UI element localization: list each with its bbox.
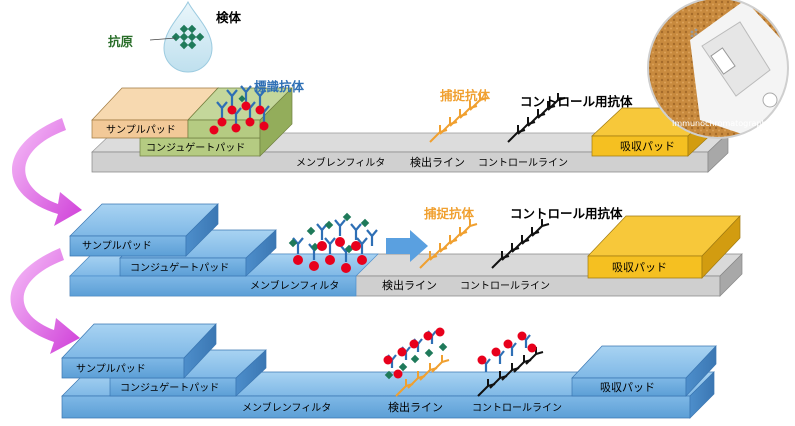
mid-membrane-wet-front <box>69 275 357 297</box>
top-conjugate-pad-side <box>259 87 293 157</box>
bot-detection-line-label: 検出ライン <box>388 400 443 414</box>
middle-strip: 捕捉抗体 コントロール用抗体 サンプルパッド コンジュゲートパッド メンブレンフ… <box>69 203 743 297</box>
bot-conjugate-pad-label: コンジュゲートパッド <box>120 382 219 394</box>
mid-base-side <box>719 253 743 297</box>
bot-control-line-complex <box>477 331 544 397</box>
top-strip: 検体 抗原 標識抗体 捕捉抗体 コントロール用抗体 サンプルパッド コンジュゲー… <box>91 0 729 173</box>
bot-membrane-front <box>61 395 691 419</box>
top-membrane-label: メンブレンフィルタ <box>296 156 385 169</box>
top-conjugate-pad-label: コンジュゲートパッド <box>146 142 245 154</box>
top-control-antibody-label: コントロール用抗体 <box>520 94 633 109</box>
antigen-label: 抗原 <box>108 34 134 49</box>
top-capture-antibody-label: 捕捉抗体 <box>440 88 491 103</box>
top-labeled-antibody-cluster <box>209 85 270 135</box>
mid-sample-pad-side <box>185 203 219 257</box>
mid-control-antibody-label: コントロール用抗体 <box>510 206 623 221</box>
top-membrane-side <box>707 132 729 173</box>
top-control-antibodies <box>507 93 566 143</box>
top-capture-antibodies <box>429 93 488 143</box>
droplet-icon <box>149 0 213 73</box>
mid-conjugate-pad-label: コンジュゲートパッド <box>130 262 229 274</box>
test-kit-photo: Immunochromatography <box>647 0 789 139</box>
mid-detection-line-label: 検出ライン <box>382 278 437 292</box>
bottom-strip: サンプルパッド コンジュゲートパッド メンブレンフィルタ 検出ライン コントロー… <box>61 323 717 419</box>
bot-absorbent-pad-side <box>685 345 717 397</box>
top-labeled-antibody-label: 標識抗体 <box>254 79 305 94</box>
top-absorbent-pad-label: 吸収パッド <box>620 140 675 153</box>
droplet-label: 検体 <box>216 10 242 25</box>
bot-absorbent-pad-label: 吸収パッド <box>600 381 655 394</box>
mid-control-antibodies <box>491 219 550 269</box>
mid-capture-antibody-label: 捕捉抗体 <box>424 206 475 221</box>
flow-arrow-1 <box>12 118 82 226</box>
bot-sample-pad-side <box>183 323 217 379</box>
top-detection-line-label: 検出ライン <box>410 155 465 169</box>
mid-capture-antibodies <box>419 219 478 269</box>
bot-sample-pad-label: サンプルパッド <box>76 363 146 375</box>
bot-conjugate-pad-side <box>235 349 267 397</box>
mid-control-line-label: コントロールライン <box>460 280 550 292</box>
mid-membrane-label: メンブレンフィルタ <box>250 279 339 292</box>
mid-sample-pad-label: サンプルパッド <box>82 240 152 252</box>
top-control-line-label: コントロールライン <box>478 157 568 169</box>
photo-caption: Immunochromatography <box>672 119 772 128</box>
bot-membrane-label: メンブレンフィルタ <box>242 401 331 414</box>
mid-antigen-antibody-complex <box>288 212 378 273</box>
flow-arrow-2 <box>10 248 80 354</box>
mid-conjugate-pad-side <box>245 229 277 277</box>
mid-flow-direction-arrow <box>386 230 428 262</box>
bot-detection-line-complex <box>383 327 450 397</box>
mid-absorbent-pad-label: 吸収パッド <box>612 261 667 274</box>
bot-membrane-side <box>689 371 715 419</box>
bot-control-line-label: コントロールライン <box>472 402 562 414</box>
mid-absorbent-pad-side <box>701 215 741 279</box>
top-sample-pad-label: サンプルパッド <box>106 124 176 136</box>
